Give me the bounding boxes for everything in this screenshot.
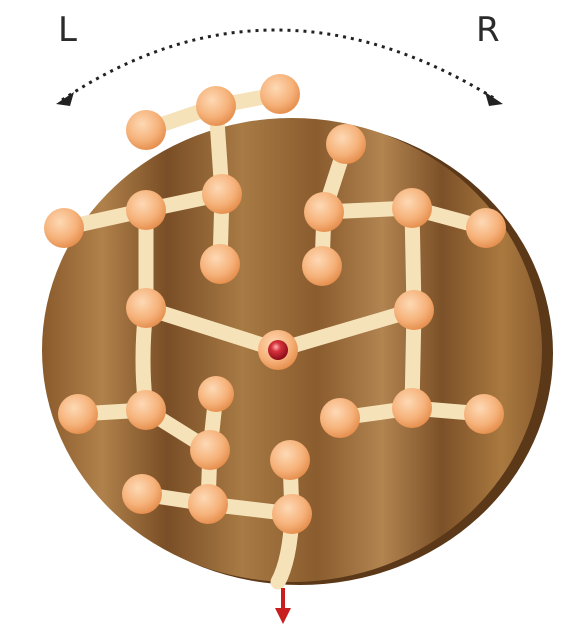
maze-node [260, 74, 300, 114]
maze-node [44, 208, 84, 248]
maze-node [464, 394, 504, 434]
maze-node [270, 440, 310, 480]
maze-node [392, 188, 432, 228]
maze-node [126, 110, 166, 150]
curved-arrow-left-icon[interactable] [56, 92, 74, 106]
rotate-right-label: R [476, 10, 500, 50]
maze-node [320, 398, 360, 438]
maze-node [392, 388, 432, 428]
curved-arrow-right-icon[interactable] [485, 92, 503, 106]
maze-node [188, 484, 228, 524]
maze-node [302, 246, 342, 286]
maze-node [122, 474, 162, 514]
maze-node [198, 376, 234, 412]
maze-node [58, 394, 98, 434]
maze-node [394, 290, 434, 330]
maze-node [304, 192, 344, 232]
maze-node [126, 390, 166, 430]
maze-node [126, 190, 166, 230]
down-arrow-icon [275, 588, 291, 624]
rotate-left-label: L [58, 10, 77, 50]
maze-node [200, 244, 240, 284]
maze-node [190, 430, 230, 470]
ball[interactable] [268, 340, 288, 360]
maze-node [326, 124, 366, 164]
maze-node [196, 86, 236, 126]
maze-node [272, 494, 312, 534]
maze-node [202, 174, 242, 214]
maze-node [466, 208, 506, 248]
maze-node [126, 288, 166, 328]
